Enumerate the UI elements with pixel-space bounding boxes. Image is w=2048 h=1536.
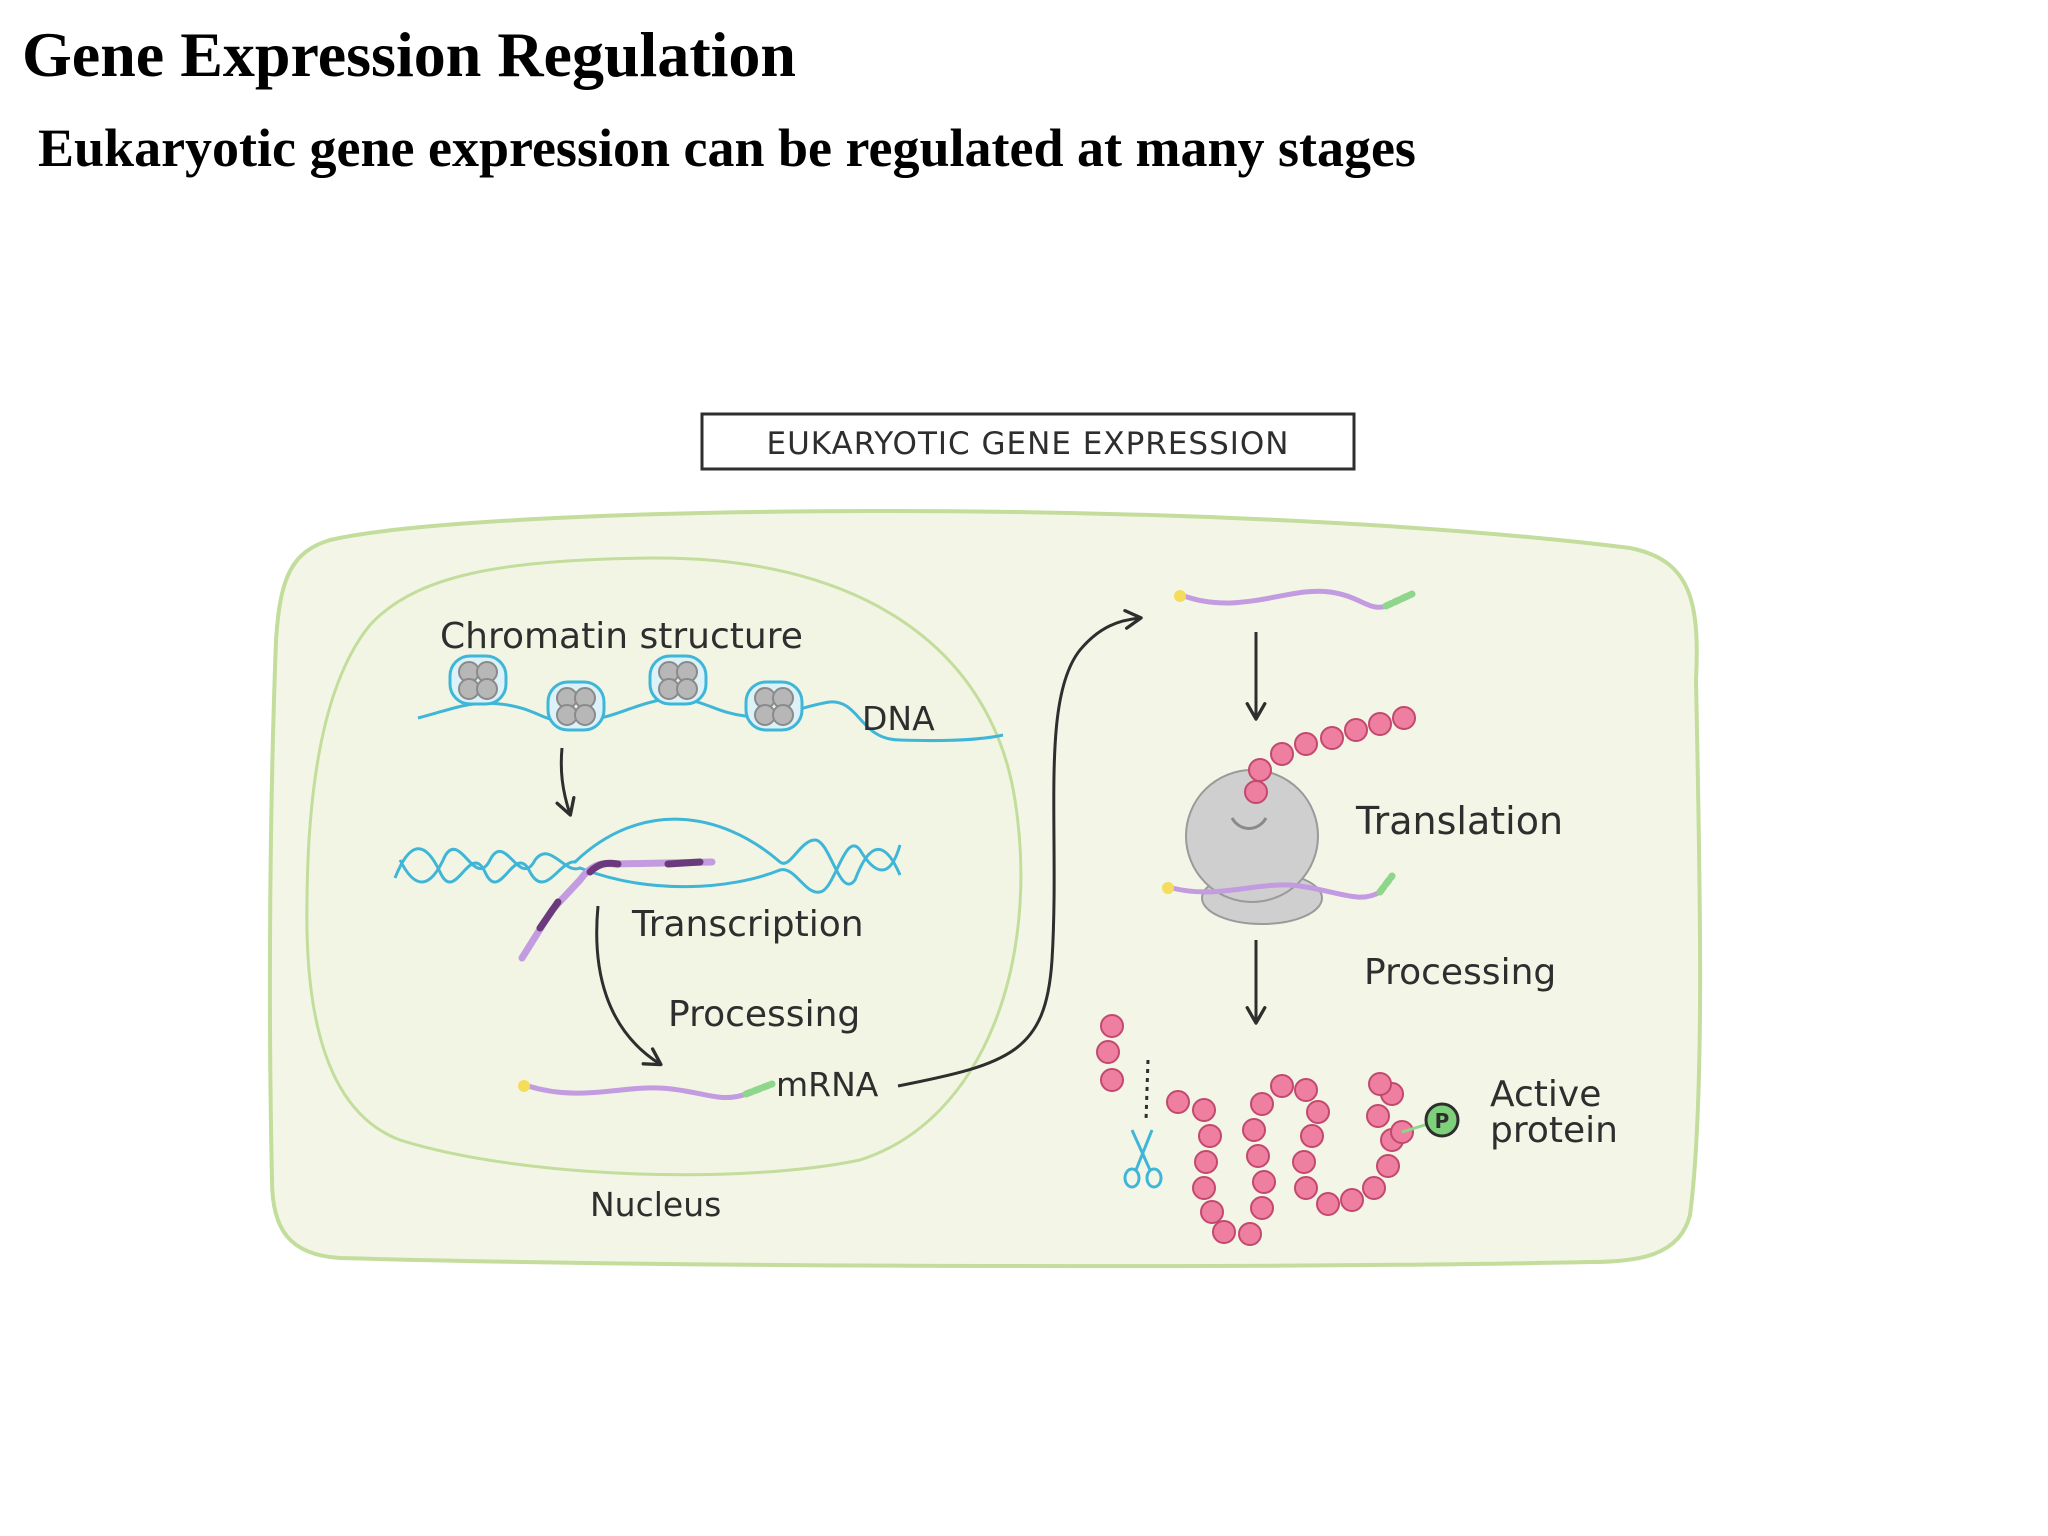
page-title: Gene Expression Regulation [22,19,796,90]
chromatin-structure [417,654,1004,743]
arrow-transcription-to-mrna [595,905,663,1067]
nascent-mrna-exon [664,858,704,868]
nascent-polypeptide [1244,706,1416,804]
processing-nucleus-label: Processing [668,994,860,1035]
nascent-mrna-exon [586,859,622,876]
active-protein-label-line2: protein [1490,1110,1618,1151]
transcription-label: Transcription [631,904,864,945]
cleaved-fragment [1096,1014,1124,1092]
translation-mrna [1162,872,1396,900]
chromatin-label: Chromatin structure [440,616,803,657]
phosphate-icon: P [1424,1102,1460,1138]
mrna-poly-a-tail [1376,872,1396,896]
nucleosome-icon [744,680,804,732]
mrna-cap [1174,590,1186,602]
nucleosome-icon [648,654,708,706]
mrna-cap [1162,882,1174,894]
phosphate-label: P [1435,1109,1450,1133]
translation-label: Translation [1355,799,1563,843]
scissors-icon [1123,1129,1163,1189]
nucleosome-icon [546,680,606,732]
active-protein [1166,1072,1414,1246]
mrna-label: mRNA [776,1065,879,1104]
mrna-poly-a-tail [1382,590,1416,610]
diagram-title-box: EUKARYOTIC GENE EXPRESSION [700,412,1356,471]
mrna-cytoplasm [1174,588,1416,610]
phosphate-link [1401,1122,1429,1134]
cleavage-line [1144,1059,1150,1121]
nucleus-label: Nucleus [590,1185,721,1224]
mrna-poly-a-tail [742,1080,776,1098]
dna-helix-strand-a [393,817,902,886]
processing-cytoplasm-label: Processing [1364,952,1556,993]
page-subtitle: Eukaryotic gene expression can be regula… [38,118,1416,178]
mrna-nucleus [518,1080,776,1100]
transcription-bubble [393,817,902,962]
arrow-chromatin-to-transcription [555,747,576,817]
mrna-cap [518,1080,530,1092]
nascent-mrna-exon [536,898,562,932]
dna-strand [417,697,1004,743]
arrow-mrna-export [897,609,1143,1088]
nucleosome-icon [448,654,508,706]
dna-label: DNA [862,699,935,738]
dna-helix-strand-b [398,844,902,894]
active-protein-label-line1: Active [1490,1074,1601,1115]
diagram-title: EUKARYOTIC GENE EXPRESSION [766,426,1289,462]
